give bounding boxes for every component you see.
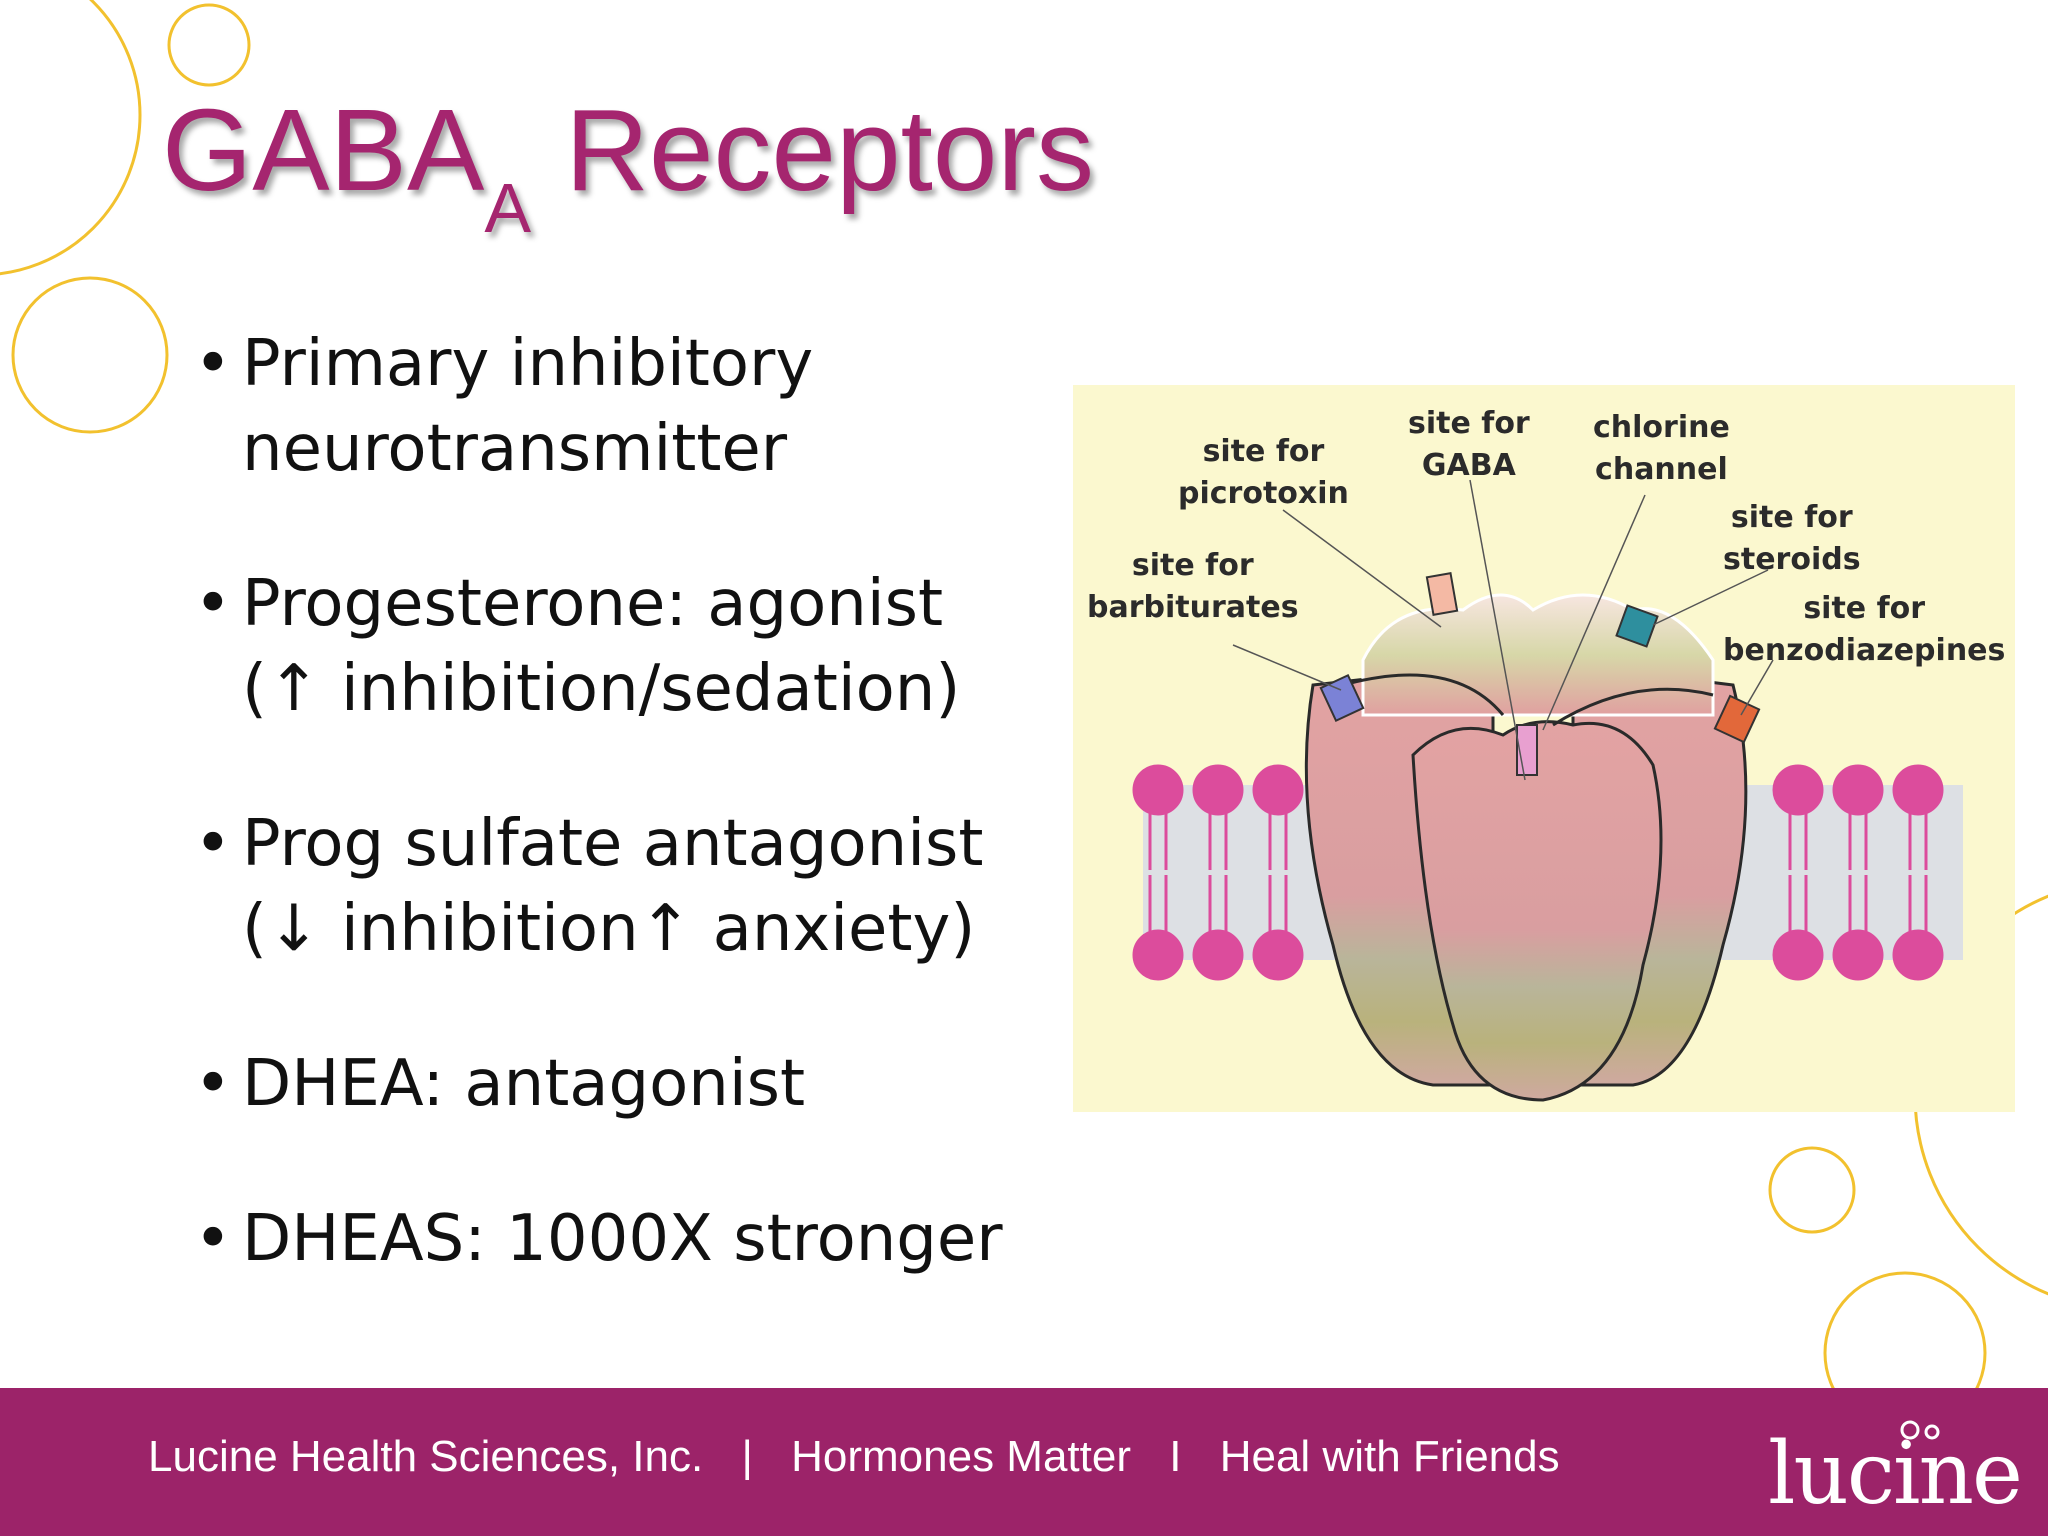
label-site-gaba: site for GABA bbox=[1408, 403, 1530, 487]
label-line: steroids bbox=[1723, 542, 1861, 577]
deco-circle bbox=[1768, 1146, 1856, 1234]
label-line: GABA bbox=[1421, 448, 1516, 483]
label-site-steroids: site for steroids bbox=[1723, 497, 1861, 581]
receptor-inner-outline bbox=[1342, 673, 1505, 716]
label-line: site for bbox=[1131, 548, 1254, 583]
label-line: barbiturates bbox=[1087, 590, 1299, 625]
deco-circle bbox=[11, 276, 169, 434]
site-steroids-marker bbox=[1615, 604, 1659, 648]
label-line: channel bbox=[1595, 452, 1728, 487]
footer-text: Lucine Health Sciences, Inc. | Hormones … bbox=[148, 1432, 1586, 1482]
lipid-head bbox=[1252, 929, 1304, 981]
site-picrotoxin-marker bbox=[1425, 572, 1459, 616]
logo-bubbles-icon bbox=[1900, 1420, 1940, 1440]
lipid-head bbox=[1192, 929, 1244, 981]
receptor-illustration bbox=[1132, 479, 1963, 1102]
label-line: site for bbox=[1408, 406, 1530, 441]
lipid-head bbox=[1192, 764, 1244, 816]
deco-circle bbox=[0, 0, 142, 276]
footer-separator: I bbox=[1169, 1432, 1182, 1481]
slide-title: GABAA Receptors bbox=[162, 92, 1094, 243]
bullet-item: • Progesterone: agonist (↑ inhibition/se… bbox=[190, 562, 1050, 732]
leader-gaba bbox=[1469, 479, 1526, 781]
bullet-item: • DHEA: antagonist bbox=[190, 1042, 1050, 1127]
lipid-head bbox=[1832, 929, 1884, 981]
lucine-logo: lucine bbox=[1768, 1410, 2023, 1524]
leader-picrotoxin bbox=[1282, 509, 1442, 628]
footer-company: Lucine Health Sciences, Inc. bbox=[148, 1432, 704, 1481]
bullet-item: • Primary inhibitory neurotransmitter bbox=[190, 322, 1050, 492]
bullet-item: • DHEAS: 1000X stronger bbox=[190, 1197, 1050, 1282]
membrane-lipids bbox=[1132, 764, 1944, 981]
deco-circle bbox=[167, 3, 251, 87]
bullet-marker: • bbox=[194, 1202, 232, 1276]
footer-separator: | bbox=[741, 1432, 753, 1481]
lipid-head bbox=[1772, 929, 1824, 981]
bullet-line: Primary inhibitory bbox=[242, 327, 814, 401]
bullet-list: • Primary inhibitory neurotransmitter • … bbox=[190, 322, 1050, 1352]
footer-bar: Lucine Health Sciences, Inc. | Hormones … bbox=[0, 1388, 2048, 1536]
leader-chlorine bbox=[1542, 494, 1646, 731]
leader-lines bbox=[1232, 479, 1774, 781]
label-line: site for bbox=[1202, 434, 1325, 469]
bullet-line: DHEA: antagonist bbox=[242, 1047, 806, 1121]
leader-benzodiazepines bbox=[1740, 659, 1774, 716]
leader-barbiturates bbox=[1232, 644, 1342, 691]
bullet-marker: • bbox=[194, 327, 232, 401]
lipid-head bbox=[1892, 764, 1944, 816]
footer-heal-with-friends: Heal with Friends bbox=[1219, 1432, 1560, 1481]
bullet-marker: • bbox=[194, 807, 232, 881]
label-line: site for bbox=[1730, 500, 1853, 535]
bullet-line: neurotransmitter bbox=[242, 412, 788, 486]
label-line: picrotoxin bbox=[1178, 476, 1349, 511]
bullet-line: (↓ inhibition↑ anxiety) bbox=[242, 892, 976, 966]
footer-hormones-matter: Hormones Matter bbox=[791, 1432, 1131, 1481]
label-site-benzodiazepines: site for benzodiazepines bbox=[1723, 588, 2005, 672]
lipid-head bbox=[1772, 764, 1824, 816]
site-benzodiazepines-marker bbox=[1713, 694, 1761, 744]
label-line: site for bbox=[1803, 591, 1926, 626]
title-rest: Receptors bbox=[533, 85, 1094, 215]
label-chlorine-channel: chlorine channel bbox=[1593, 407, 1730, 491]
title-main: GABA bbox=[162, 85, 485, 215]
label-line: chlorine bbox=[1593, 410, 1730, 445]
bullet-line: Progesterone: agonist bbox=[242, 567, 944, 641]
label-site-picrotoxin: site for picrotoxin bbox=[1178, 431, 1349, 515]
logo-wordmark: lucine bbox=[1768, 1424, 2023, 1524]
gaba-receptor-diagram: site for picrotoxin site for GABA chlori… bbox=[1073, 385, 2015, 1112]
lipid-head bbox=[1832, 764, 1884, 816]
bullet-marker: • bbox=[194, 1047, 232, 1121]
lipid-head bbox=[1132, 929, 1184, 981]
lipid-head bbox=[1892, 929, 1944, 981]
bullet-line: Prog sulfate antagonist bbox=[242, 807, 984, 881]
lipid-head bbox=[1132, 764, 1184, 816]
bullet-item: • Prog sulfate antagonist (↓ inhibition↑… bbox=[190, 802, 1050, 972]
lipid-head bbox=[1252, 764, 1304, 816]
leader-steroids bbox=[1652, 569, 1769, 626]
bullet-line: DHEAS: 1000X stronger bbox=[242, 1202, 1003, 1276]
receptor-cap bbox=[1361, 593, 1715, 717]
title-subscript: A bbox=[484, 169, 532, 247]
receptor-inner-outline bbox=[1552, 687, 1714, 727]
bullet-line: (↑ inhibition/sedation) bbox=[242, 652, 961, 726]
label-site-barbiturates: site for barbiturates bbox=[1087, 545, 1299, 629]
bullet-marker: • bbox=[194, 567, 232, 641]
label-line: benzodiazepines bbox=[1723, 633, 2006, 668]
